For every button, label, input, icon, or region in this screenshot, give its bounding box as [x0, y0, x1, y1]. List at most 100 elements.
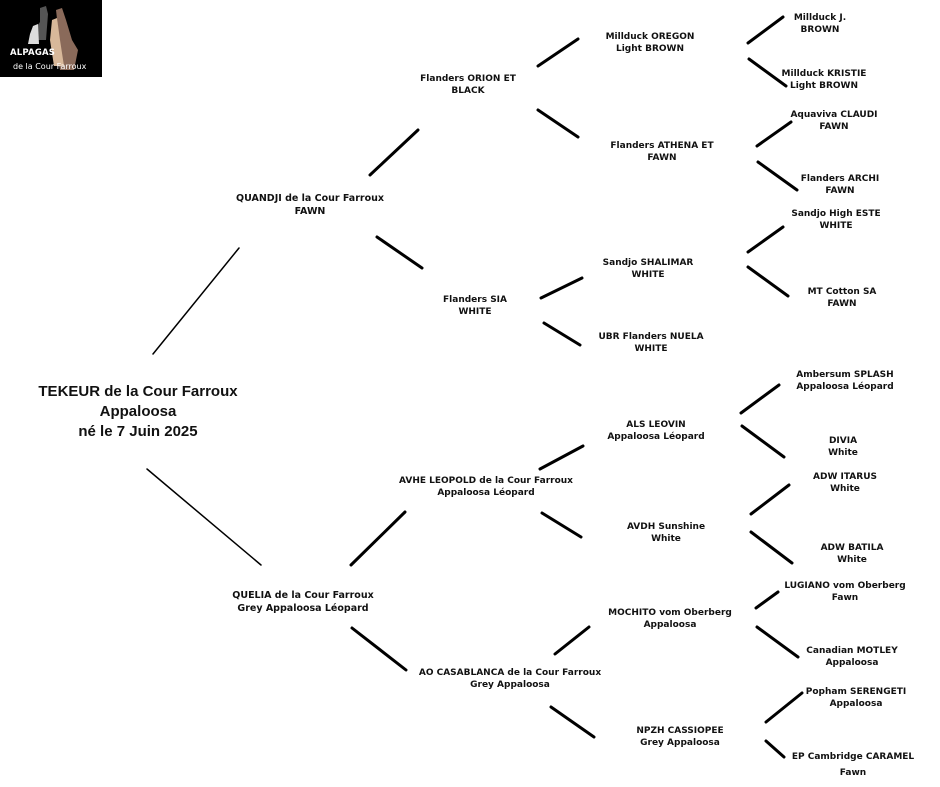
connector-line	[540, 511, 583, 539]
animal-name: Sandjo High ESTE	[791, 209, 881, 219]
ancestor-gen3: UBR Flanders NUELA WHITE	[598, 331, 703, 355]
animal-name: Flanders ARCHI	[800, 174, 880, 184]
paternal-grandsire: Flanders ORION ET BLACK	[420, 73, 516, 97]
logo-subtitle: de la Cour Farroux	[13, 62, 87, 71]
root-animal: TEKEUR de la Cour Farroux Appaloosa né l…	[38, 382, 237, 442]
animal-name: ALS LEOVIN	[626, 420, 686, 430]
ancestor-gen3: Sandjo SHALIMAR WHITE	[603, 257, 694, 281]
animal-color: FAWN	[819, 122, 849, 132]
animal-color: Appaloosa	[829, 699, 883, 709]
ancestor-gen4: Canadian MOTLEY Appaloosa	[806, 645, 897, 669]
connector-line	[764, 691, 804, 724]
animal-color: White	[651, 534, 681, 544]
ancestor-gen3: MOCHITO vom Oberberg Appaloosa	[608, 607, 732, 631]
connector-line	[746, 225, 785, 254]
connector-line	[349, 510, 407, 567]
animal-color: Fawn	[839, 768, 867, 778]
animal-color: Light BROWN	[789, 81, 859, 91]
animal-name: QUELIA de la Cour Farroux	[232, 590, 374, 601]
ancestor-gen3: AVDH Sunshine White	[627, 521, 705, 545]
animal-color: FAWN	[825, 186, 855, 196]
connector-line	[755, 120, 793, 148]
sire: QUANDJI de la Cour Farroux FAWN	[236, 192, 384, 218]
animal-color: White	[830, 484, 860, 494]
animal-name: Millduck KRISTIE	[781, 69, 867, 79]
animal-color: Grey Appaloosa	[470, 680, 550, 690]
animal-name: Millduck J.	[793, 13, 847, 23]
animal-name: QUANDJI de la Cour Farroux	[236, 193, 384, 204]
connector-line	[756, 160, 799, 192]
animal-name: MOCHITO vom Oberberg	[608, 608, 732, 618]
animal-color: FAWN	[647, 153, 677, 163]
ancestor-gen4: Aquaviva CLAUDI FAWN	[790, 109, 877, 133]
alpaca-logo-icon	[28, 6, 78, 70]
animal-color: WHITE	[458, 307, 492, 317]
ancestor-gen4: Popham SERENGETI Appaloosa	[806, 686, 906, 710]
ancestor-gen4: Millduck J. BROWN	[794, 12, 846, 36]
animal-color: Grey Appaloosa	[640, 738, 720, 748]
ancestor-gen4: DIVIA White	[828, 435, 858, 459]
ancestor-gen3: NPZH CASSIOPEE Grey Appaloosa	[636, 725, 723, 749]
connector-line	[747, 57, 788, 88]
logo-title: ALPAGAS	[10, 48, 56, 58]
birth-date: né le 7 Juin 2025	[78, 423, 198, 440]
connector-line	[549, 705, 596, 739]
animal-color: Fawn	[831, 593, 859, 603]
connector-line	[553, 625, 591, 656]
animal-name: AVHE LEOPOLD de la Cour Farroux	[399, 476, 573, 486]
ancestor-gen4: MT Cotton SA FAWN	[808, 286, 877, 310]
ancestor-gen3: ALS LEOVIN Appaloosa Léopard	[607, 419, 704, 443]
animal-color: BLACK	[451, 86, 485, 96]
animal-color: WHITE	[634, 344, 668, 354]
animal-name: ADW ITARUS	[813, 472, 877, 482]
ancestor-gen4: Millduck KRISTIE Light BROWN	[782, 68, 867, 92]
animal-name: DIVIA	[828, 436, 858, 446]
animal-color: Appaloosa Léopard	[437, 488, 535, 498]
animal-name: EP Cambridge CARAMEL	[791, 752, 915, 762]
ancestor-gen4: Sandjo High ESTE WHITE	[791, 208, 880, 232]
animal-name: MT Cotton SA	[807, 287, 877, 297]
connector-line	[754, 590, 780, 610]
maternal-grandsire: AVHE LEOPOLD de la Cour Farroux Appaloos…	[399, 475, 573, 499]
connector-line	[375, 235, 424, 270]
logo: ALPAGAS de la Cour Farroux	[0, 0, 102, 77]
animal-color: Grey Appaloosa Léopard	[237, 603, 369, 614]
ancestor-gen4: Ambersum SPLASH Appaloosa Léopard	[796, 369, 893, 393]
connector-line	[746, 265, 790, 298]
connector-line	[746, 15, 785, 45]
connector-line	[536, 37, 580, 68]
connector-line	[764, 739, 786, 759]
connector-line	[755, 625, 800, 659]
connector-line	[749, 530, 794, 565]
ancestor-gen4: EP Cambridge CARAMEL Fawn	[792, 749, 914, 781]
maternal-granddam: AO CASABLANCA de la Cour Farroux Grey Ap…	[419, 667, 601, 691]
connector-line	[740, 424, 786, 459]
connector-line	[749, 483, 791, 516]
animal-name: AVDH Sunshine	[626, 522, 706, 532]
paternal-granddam: Flanders SIA WHITE	[443, 294, 507, 318]
animal-name: Flanders ORION ET	[420, 74, 516, 84]
connector-line	[539, 276, 584, 300]
animal-color: BROWN	[800, 25, 840, 35]
animal-color: Appaloosa	[825, 658, 879, 668]
dam: QUELIA de la Cour Farroux Grey Appaloosa…	[232, 589, 373, 615]
connector-line	[739, 383, 781, 415]
animal-name: LUGIANO vom Oberberg	[784, 581, 906, 591]
animal-name: Sandjo SHALIMAR	[602, 258, 694, 268]
animal-color: Appaloosa Léopard	[607, 432, 705, 442]
animal-name: Canadian MOTLEY	[806, 646, 898, 656]
animal-color: White	[837, 555, 867, 565]
animal-color: Appaloosa Léopard	[796, 382, 894, 392]
animal-color: Appaloosa	[643, 620, 697, 630]
animal-name: Flanders SIA	[443, 295, 507, 305]
connector-line	[536, 108, 580, 139]
animal-color: WHITE	[819, 221, 853, 231]
animal-name: Flanders ATHENA ET	[610, 141, 714, 151]
animal-name: ADW BATILA	[820, 543, 884, 553]
connector-line	[542, 321, 582, 347]
animal-color: FAWN	[294, 206, 326, 217]
connector-line	[152, 247, 240, 355]
animal-color: Appaloosa	[99, 403, 177, 420]
ancestor-gen3: Flanders ATHENA ET FAWN	[610, 140, 713, 164]
